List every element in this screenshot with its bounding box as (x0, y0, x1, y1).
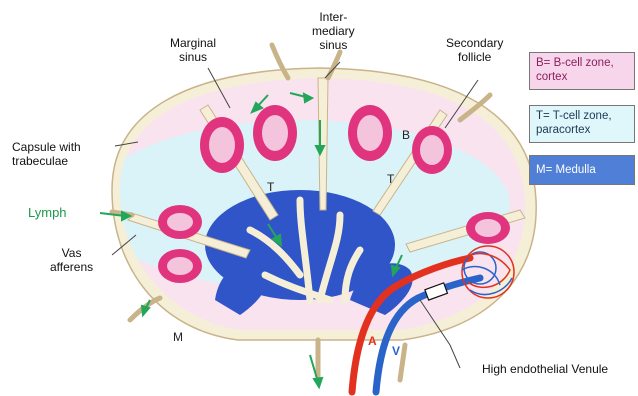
zone-letter-v: V (392, 344, 400, 358)
zone-letter-t-right: T (387, 172, 394, 186)
follicle-3 (348, 105, 392, 161)
label-capsule-trabeculae: Capsule with trabeculae (12, 140, 81, 168)
follicle-4 (412, 126, 452, 174)
follicle-1 (200, 117, 244, 173)
follicle-6 (158, 249, 202, 283)
follicle-7 (466, 212, 510, 244)
label-secondary-follicle: Secondary follicle (446, 36, 503, 64)
label-intermediary-sinus: Inter- mediary sinus (312, 10, 355, 52)
zone-letter-t-left: T (267, 180, 274, 194)
legend-t-cell-zone: T= T-cell zone, paracortex (529, 105, 635, 143)
label-lymph: Lymph (28, 206, 67, 220)
label-high-endothelial-venule: High endothelial Venule (482, 362, 608, 376)
legend-medulla: M= Medulla (529, 155, 635, 185)
zone-letter-a: A (368, 334, 377, 348)
legend-b-cell-zone: B= B-cell zone, cortex (529, 52, 635, 90)
label-marginal-sinus: Marginal sinus (170, 36, 216, 64)
label-vas-afferens: Vas afferens (50, 246, 93, 274)
follicle-2 (253, 105, 297, 161)
zone-letter-m: M (173, 330, 183, 344)
zone-letter-b: B (402, 128, 410, 142)
follicle-5 (158, 205, 202, 239)
